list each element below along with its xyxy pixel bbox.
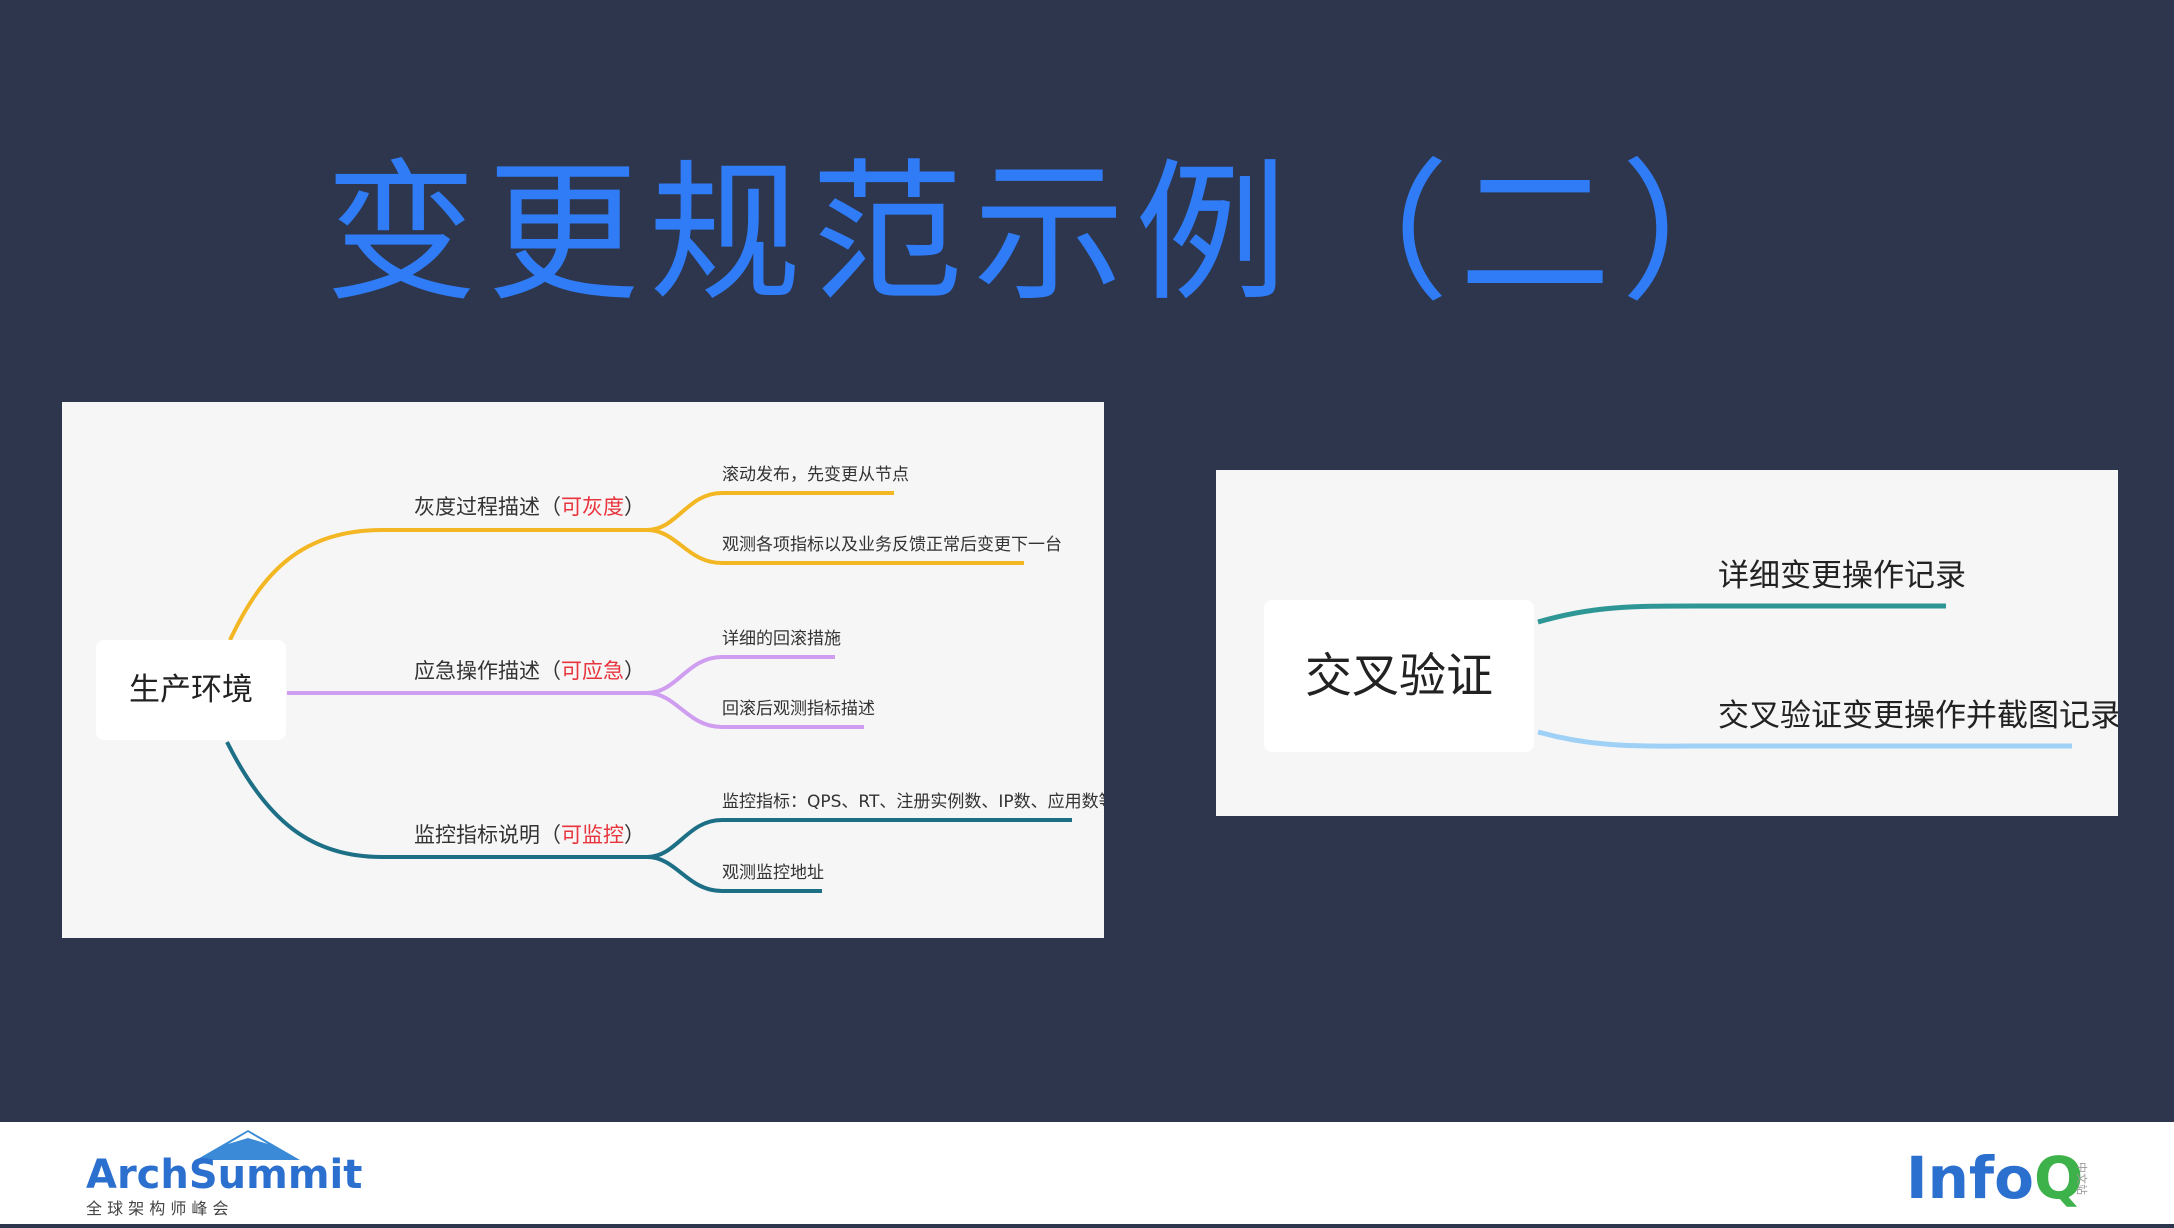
leaf-line-monitor-metrics (646, 818, 1072, 859)
slide-title: 变更规范示例（二） (325, 145, 1783, 322)
archsummit-logo: ArchSummit 全 球 架 构 师 峰 会 (86, 1130, 362, 1218)
branch-line-cross-verify-record (1537, 729, 2072, 749)
footer-bar: ArchSummit 全 球 架 构 师 峰 会 InfoQ 中文站 (0, 1122, 2174, 1224)
mountain-peak-icon (228, 1132, 268, 1144)
left-mindmap-panel: 生产环境 灰度过程描述（可灰度） 应急操作描述（可应急） 监控指标说明（可监控）… (62, 402, 1116, 938)
branch-label-cross-verify-record: 交叉验证变更操作并截图记录 (1718, 698, 2118, 734)
footer-logos: ArchSummit 全 球 架 构 师 峰 会 InfoQ 中文站 (86, 1130, 2089, 1218)
branch-label-detailed-record: 详细变更操作记录 (1718, 558, 1966, 594)
root-node-label: 生产环境 (129, 672, 253, 708)
root-node-box (96, 640, 286, 740)
leaf-label-rollback-metrics: 回滚后观测指标描述 (722, 699, 875, 719)
left-mindmap: 生产环境 灰度过程描述（可灰度） 应急操作描述（可应急） 监控指标说明（可监控）… (96, 465, 1116, 893)
branch-label-emergency: 应急操作描述（可应急） (414, 659, 645, 683)
right-mindmap: 交叉验证 详细变更操作记录 交叉验证变更操作并截图记录 (1264, 558, 2121, 752)
leaf-label-rollback-measures: 详细的回滚措施 (722, 629, 841, 649)
branch-line-gray-release (228, 528, 647, 641)
infoq-logo-text: InfoQ (1906, 1144, 2083, 1212)
branch-line-monitoring (225, 741, 647, 859)
leaf-line-rollback-measures (646, 655, 835, 695)
archsummit-logo-text: ArchSummit (86, 1152, 362, 1198)
branch-label-monitoring: 监控指标说明（可监控） (414, 823, 645, 847)
branch-label-gray-release: 灰度过程描述（可灰度） (414, 495, 645, 519)
leaf-line-rollback-metrics (646, 691, 864, 729)
leaf-line-monitor-address (646, 855, 822, 893)
mountain-icon (196, 1130, 300, 1160)
infoq-logo-subtext: 中文站 (2075, 1162, 2089, 1195)
infoq-logo: InfoQ 中文站 (1906, 1144, 2089, 1212)
leaf-label-rolling-release: 滚动发布，先变更从节点 (722, 465, 909, 485)
leaf-line-observe-metrics (646, 528, 1024, 565)
right-mindmap-panel: 交叉验证 详细变更操作记录 交叉验证变更操作并截图记录 (1216, 470, 2121, 816)
slide-background: 变更规范示例（二） 生产环境 灰度过程描述（可灰度） 应急操作描述（可应急） 监… (62, 145, 2121, 938)
archsummit-logo-subtext: 全 球 架 构 师 峰 会 (86, 1199, 229, 1218)
leaf-line-rolling-release (646, 491, 894, 532)
root-node-box-cross-verify (1264, 600, 1534, 752)
root-node-label-cross-verify: 交叉验证 (1305, 649, 1493, 704)
branch-line-detailed-record (1537, 603, 1946, 625)
leaf-label-observe-metrics: 观测各项指标以及业务反馈正常后变更下一台 (722, 535, 1062, 555)
leaf-label-monitor-address: 观测监控地址 (722, 863, 824, 883)
leaf-label-monitor-metrics: 监控指标：QPS、RT、注册实例数、IP数、应用数等 (722, 792, 1104, 812)
